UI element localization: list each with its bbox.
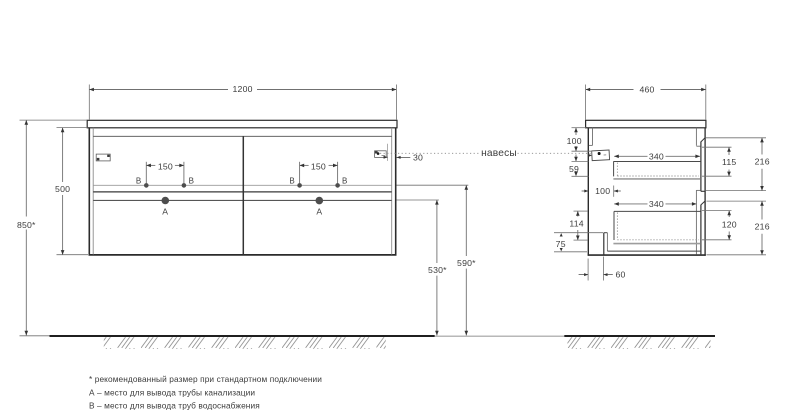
svg-text:500: 500 [55, 184, 70, 194]
svg-text:А – место для вывода трубы кан: А – место для вывода трубы канализации [89, 387, 255, 397]
svg-text:150: 150 [158, 161, 173, 171]
svg-text:75: 75 [556, 239, 566, 249]
svg-text:B: B [189, 176, 195, 185]
svg-text:114: 114 [569, 218, 583, 228]
svg-text:B: B [342, 176, 348, 185]
svg-text:340: 340 [649, 151, 664, 161]
svg-text:850*: 850* [17, 220, 36, 230]
svg-text:115: 115 [722, 157, 736, 167]
svg-text:A: A [162, 206, 168, 216]
svg-text:30: 30 [413, 152, 423, 162]
svg-text:* рекомендованный размер при с: * рекомендованный размер при стандартном… [89, 374, 322, 384]
svg-text:60: 60 [615, 269, 625, 279]
svg-text:59: 59 [569, 164, 579, 174]
svg-text:216: 216 [755, 222, 770, 232]
svg-text:340: 340 [649, 199, 664, 209]
svg-text:100: 100 [567, 136, 582, 146]
svg-text:216: 216 [755, 157, 770, 167]
svg-text:530*: 530* [428, 265, 447, 275]
svg-text:590*: 590* [457, 258, 476, 268]
svg-text:460: 460 [639, 84, 654, 94]
svg-text:B: B [136, 176, 142, 185]
svg-text:120: 120 [722, 219, 737, 229]
svg-text:B: B [289, 176, 295, 185]
svg-text:150: 150 [311, 161, 326, 171]
svg-text:В – место для вывода труб водо: В – место для вывода труб водоснабжения [89, 401, 260, 411]
svg-text:навесы: навесы [481, 148, 517, 159]
svg-text:A: A [316, 207, 322, 217]
svg-text:1200: 1200 [233, 84, 253, 94]
svg-text:100: 100 [595, 186, 610, 196]
